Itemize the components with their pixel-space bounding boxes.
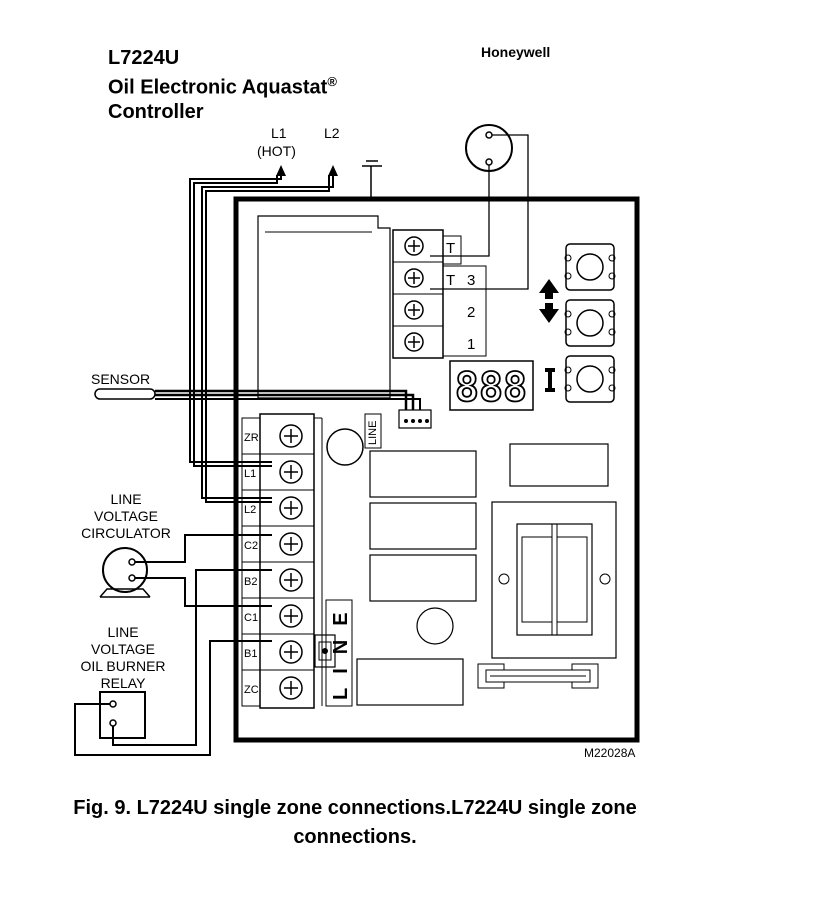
relay-4: [356, 658, 464, 706]
power-transformer: [491, 501, 617, 659]
oil-burner-relay-icon: [99, 691, 146, 739]
board-component-rect: [509, 443, 609, 487]
relay-3: [369, 554, 477, 602]
model-title: L7224U: [108, 47, 180, 69]
line-terminal-strip: [241, 413, 323, 709]
supply-wires: [189, 175, 334, 503]
terminal-label-l2: L2: [244, 504, 256, 516]
thermostat-screws: [404, 236, 424, 352]
line-header-box: [364, 413, 382, 449]
terminal-t1-label: T: [446, 240, 455, 257]
sensor-connector: [398, 409, 432, 429]
relay-label-line2: VOLTAGE: [91, 641, 155, 657]
info-button: [564, 355, 616, 403]
terminal-screw-zc: [279, 676, 303, 700]
l1-supply-arrow: [276, 165, 286, 176]
terminal-screw-l2: [279, 496, 303, 520]
terminal-label-l1: L1: [244, 468, 256, 480]
terminal-t2-label: T: [446, 272, 455, 289]
info-bar-icon: [545, 368, 555, 392]
quick-connect-tab: [314, 634, 336, 668]
led-display: [449, 360, 534, 411]
fuse: [477, 663, 599, 689]
l2-label: L2: [324, 125, 340, 141]
line-small-label: LINE: [367, 421, 379, 445]
relay-2: [369, 502, 477, 550]
terminal-1-label: 1: [467, 336, 475, 353]
thermostat-wires: [430, 134, 529, 290]
control-enclosure: [233, 196, 640, 743]
thermostat-terminal-block: [392, 229, 487, 359]
display-digits: 888: [455, 365, 527, 411]
thermostat-icon: [465, 124, 513, 172]
terminal-label-zc: ZC: [244, 684, 259, 696]
terminal-screw-zr: [279, 424, 303, 448]
product-subtitle: Controller: [108, 100, 204, 123]
brand-logo: Honeywell: [481, 44, 551, 60]
circulator-label-line1: LINE: [110, 491, 141, 507]
figure-caption: Fig. 9. L7224U single zone connections.L…: [73, 797, 637, 848]
terminal-label-c2: C2: [244, 540, 258, 552]
terminal-label-b1: B1: [244, 648, 257, 660]
ground-icon: [362, 160, 382, 199]
product-title-text: Oil Electronic Aquastat: [108, 76, 328, 99]
l1-hot-label: (HOT): [257, 143, 296, 159]
relay-label-line1: LINE: [107, 624, 138, 640]
terminal-3-label: 3: [467, 272, 475, 289]
line-vertical-label: LINE: [330, 598, 352, 700]
terminal-screw-b2: [279, 568, 303, 592]
terminal-label-c1: C1: [244, 612, 258, 624]
terminal-screw-b1: [279, 640, 303, 664]
terminal-screw-c2: [279, 532, 303, 556]
product-title: Oil Electronic Aquastat®: [108, 70, 337, 100]
terminal-2-label: 2: [467, 304, 475, 321]
terminal-screw-c1: [279, 604, 303, 628]
transformer-outline: [257, 215, 391, 399]
circulator-label-line3: CIRCULATOR: [81, 525, 171, 541]
l1-label: L1: [271, 125, 287, 141]
down-button: [564, 299, 616, 347]
relay-label: LINE VOLTAGE OIL BURNER RELAY: [80, 624, 165, 691]
relay-label-line4: RELAY: [101, 675, 147, 691]
l2-supply-arrow: [328, 165, 338, 176]
circulator-label-line2: VOLTAGE: [94, 508, 158, 524]
circulator-label: LINE VOLTAGE CIRCULATOR: [81, 491, 171, 541]
terminal-label-zr: ZR: [244, 432, 259, 444]
relay-1: [369, 450, 477, 498]
circulator-wires: [135, 534, 272, 607]
terminal-label-b2: B2: [244, 576, 257, 588]
sensor-probe: [94, 388, 156, 400]
relay-label-line3: OIL BURNER: [80, 658, 165, 674]
up-button: [564, 243, 616, 291]
circulator-pump-icon: [99, 547, 151, 598]
registered-mark: ®: [327, 74, 337, 89]
title-block: L7224U Oil Electronic Aquastat® Controll…: [108, 46, 337, 124]
sensor-cable: [155, 389, 421, 410]
board-component-round: [416, 607, 454, 645]
line-terminal-screws: [242, 424, 314, 700]
sensor-label: SENSOR: [91, 371, 150, 387]
board-capacitor: [326, 428, 364, 466]
up-down-arrow-icon: [539, 279, 559, 323]
terminal-screw-l1: [279, 460, 303, 484]
relay-wires: [74, 569, 272, 756]
figure-id: M22028A: [584, 746, 636, 760]
